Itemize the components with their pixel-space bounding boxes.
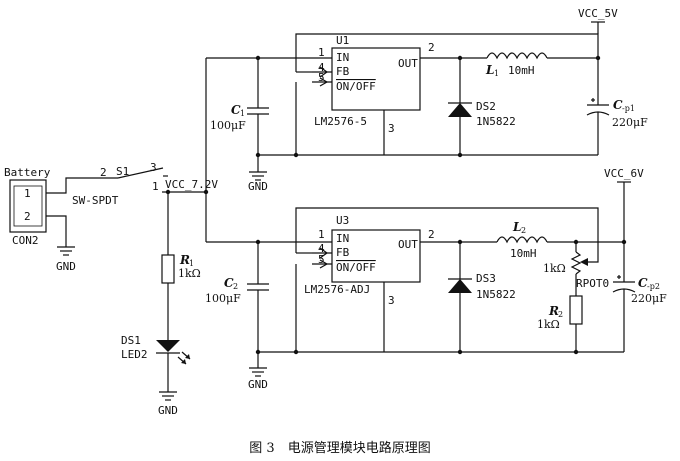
cp1-ref-sub: -p1: [622, 104, 635, 113]
battery-pin2: 2: [24, 210, 31, 223]
l1-ref: L: [485, 63, 494, 77]
switch-ref: S1: [116, 165, 129, 178]
ground-label-led: GND: [158, 404, 178, 417]
switch-pin3: 3: [150, 161, 157, 174]
ground-symbol-battery: [57, 246, 75, 256]
c2-ref: C: [224, 276, 234, 290]
c1-value: 100μF: [210, 119, 246, 132]
rpot-ref: RPOT0: [576, 277, 609, 290]
u1-pin-num-3: 3: [388, 122, 395, 135]
u3-onoff-arrow: [319, 259, 329, 269]
r1-ref: R: [179, 253, 190, 267]
ground-label-u3: GND: [248, 378, 268, 391]
u3-fb-arrow: [319, 247, 329, 259]
u1-ref: U1: [336, 34, 349, 47]
net-label-vcc72: VCC_7.2V: [165, 178, 218, 191]
diode-ds3: [448, 279, 472, 293]
battery-wire-plus: [46, 177, 118, 194]
rpot-wiper-arrow: [580, 258, 588, 266]
u1-pin-in: IN: [336, 51, 349, 64]
battery-connector-inner: [13, 185, 43, 227]
l1-value: 10mH: [508, 64, 535, 77]
battery-title: Battery: [4, 166, 51, 179]
switch-pin1: 1: [152, 180, 159, 193]
diode-ds2: [448, 103, 472, 117]
r1-value: 1kΩ: [178, 267, 201, 280]
u3-pin-num-3: 3: [388, 294, 395, 307]
r2-ref-sub: 2: [558, 310, 563, 319]
switch-type: SW-SPDT: [72, 194, 119, 207]
ground-symbol-u1: [249, 171, 267, 181]
figure-caption: 图 3 电源管理模块电路原理图: [249, 440, 430, 456]
u1-fb-arrow: [319, 66, 329, 78]
cp2-ref-sub: -p2: [647, 282, 660, 291]
u3-pin-num-1: 1: [318, 228, 325, 241]
u3-pin-out: OUT: [398, 238, 418, 251]
battery-wire-minus: [46, 215, 67, 247]
u1-pin-out: OUT: [398, 57, 418, 70]
rpot-value: 1kΩ: [543, 262, 566, 275]
switch-blade: [117, 167, 164, 179]
u3-ref: U3: [336, 214, 349, 227]
u3-part: LM2576-ADJ: [304, 283, 370, 296]
r1-ref-sub: 1: [189, 259, 194, 268]
u1-pin-fb: FB: [336, 65, 350, 78]
cp1-value: 220μF: [612, 116, 648, 129]
regulator-u3: [331, 229, 421, 283]
resistor-r2: [569, 295, 583, 325]
resistor-r1: [161, 254, 175, 284]
l2-value: 10mH: [510, 247, 537, 260]
led-emission-arrows: [177, 351, 191, 365]
switch-pin2: 2: [100, 166, 107, 179]
u1-part: LM2576-5: [314, 115, 367, 128]
u1-feedback-wire: [295, 33, 599, 72]
l1-ref-sub: 1: [494, 69, 499, 78]
ground-symbol-u3: [249, 367, 267, 377]
regulator-u1: [331, 47, 421, 111]
u1-pin-num-2: 2: [428, 41, 435, 54]
battery-pin1: 1: [24, 187, 31, 200]
net-label-vcc5: VCC_5V: [578, 7, 618, 20]
cp2-ref: C: [638, 276, 648, 290]
ds2-ref: DS2: [476, 100, 496, 113]
ground-label-battery: GND: [56, 260, 76, 273]
u1-pin-num-5: 5: [318, 71, 325, 84]
ds1-ref: DS1: [121, 334, 141, 347]
inductor-l1: [486, 52, 548, 60]
c2-ref-sub: 2: [233, 282, 238, 291]
net-label-vcc6: VCC_6V: [604, 167, 644, 180]
led-ds1: [156, 340, 180, 352]
u1-pin-onoff: ON/OFF: [336, 80, 376, 93]
l2-ref-sub: 2: [521, 226, 526, 235]
u3-pin-in: IN: [336, 232, 349, 245]
r2-ref: R: [548, 304, 559, 318]
u3-pin-fb: FB: [336, 246, 350, 259]
ds3-part: 1N5822: [476, 288, 516, 301]
c2-value: 100μF: [205, 292, 241, 305]
cp2-value: 220μF: [631, 292, 667, 305]
u3-pin-onoff: ON/OFF: [336, 261, 376, 274]
ground-label-u1: GND: [248, 180, 268, 193]
inductor-l2: [496, 236, 548, 244]
c1-ref: C: [231, 103, 241, 117]
u3-pin-num-2: 2: [428, 228, 435, 241]
cp1-ref: C: [613, 98, 623, 112]
u3-pin-num-5: 5: [318, 253, 325, 266]
c1-ref-sub: 1: [240, 109, 245, 118]
ds3-ref: DS3: [476, 272, 496, 285]
u1-pin-num-1: 1: [318, 46, 325, 59]
ds1-type: LED2: [121, 348, 148, 361]
ds2-part: 1N5822: [476, 115, 516, 128]
potentiometer-rpot0: [570, 251, 582, 275]
u3-feedback-wire: [295, 207, 599, 263]
l2-ref: L: [512, 220, 521, 234]
battery-ref: CON2: [12, 234, 39, 247]
ground-symbol-led: [159, 391, 177, 401]
r2-value: 1kΩ: [537, 318, 560, 331]
battery-connector: [9, 179, 47, 233]
u1-onoff-arrow: [319, 77, 329, 87]
